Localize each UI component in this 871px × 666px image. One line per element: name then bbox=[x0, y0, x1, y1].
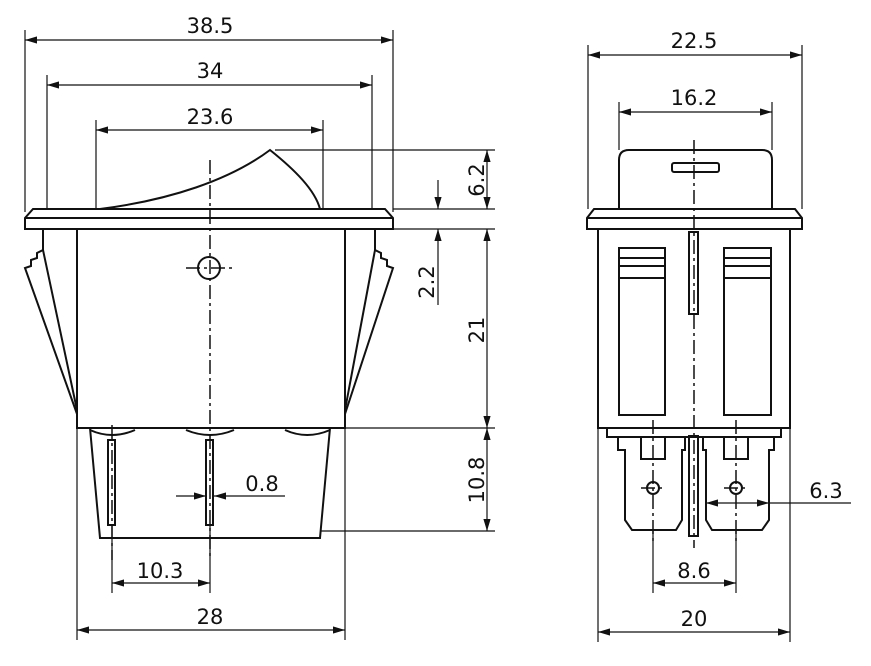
front-extension-lines bbox=[587, 45, 803, 642]
front-dimension-lines bbox=[588, 51, 851, 636]
dim-front-body-width: 20 bbox=[681, 607, 708, 631]
dim-rocker-width: 23.6 bbox=[187, 105, 234, 129]
switch-body bbox=[76, 228, 346, 429]
right-snap-clip bbox=[344, 229, 395, 415]
dim-rocker-height: 6.2 bbox=[465, 163, 489, 196]
dim-rocker-outer-width: 34 bbox=[197, 59, 224, 83]
side-center-lines bbox=[111, 160, 232, 560]
dim-body-height: 21 bbox=[465, 317, 489, 344]
right-terminal bbox=[702, 437, 775, 531]
indicator-slot bbox=[671, 162, 720, 173]
dim-terminal-length: 10.8 bbox=[465, 457, 489, 504]
dim-terminal-width: 6.3 bbox=[809, 479, 842, 503]
dim-flange-thickness: 2.2 bbox=[415, 265, 439, 298]
side-switch-outline bbox=[23, 148, 395, 539]
left-window bbox=[618, 247, 666, 416]
left-snap-clip bbox=[23, 229, 78, 415]
front-rocker bbox=[618, 149, 773, 209]
center-rib bbox=[688, 231, 699, 315]
side-extension-lines bbox=[24, 30, 495, 640]
rocker-actuator bbox=[99, 148, 321, 210]
side-view: 38.5 34 23.6 6.2 2.2 21 10.8 0.8 10.3 28 bbox=[23, 14, 495, 640]
front-center-lines bbox=[641, 140, 748, 548]
dim-overall-width: 38.5 bbox=[187, 14, 234, 38]
dim-body-width: 28 bbox=[197, 605, 224, 629]
dim-front-rocker-width: 16.2 bbox=[671, 86, 718, 110]
dim-terminal-pitch: 8.6 bbox=[677, 559, 710, 583]
dim-pin-pitch: 10.3 bbox=[137, 559, 184, 583]
side-dimension-lines bbox=[25, 36, 491, 634]
dim-front-overall-width: 22.5 bbox=[671, 29, 718, 53]
left-terminal bbox=[617, 437, 686, 531]
dim-pin-thickness: 0.8 bbox=[245, 472, 278, 496]
right-window bbox=[723, 247, 772, 416]
front-view: 22.5 16.2 6.3 8.6 20 bbox=[586, 29, 851, 642]
